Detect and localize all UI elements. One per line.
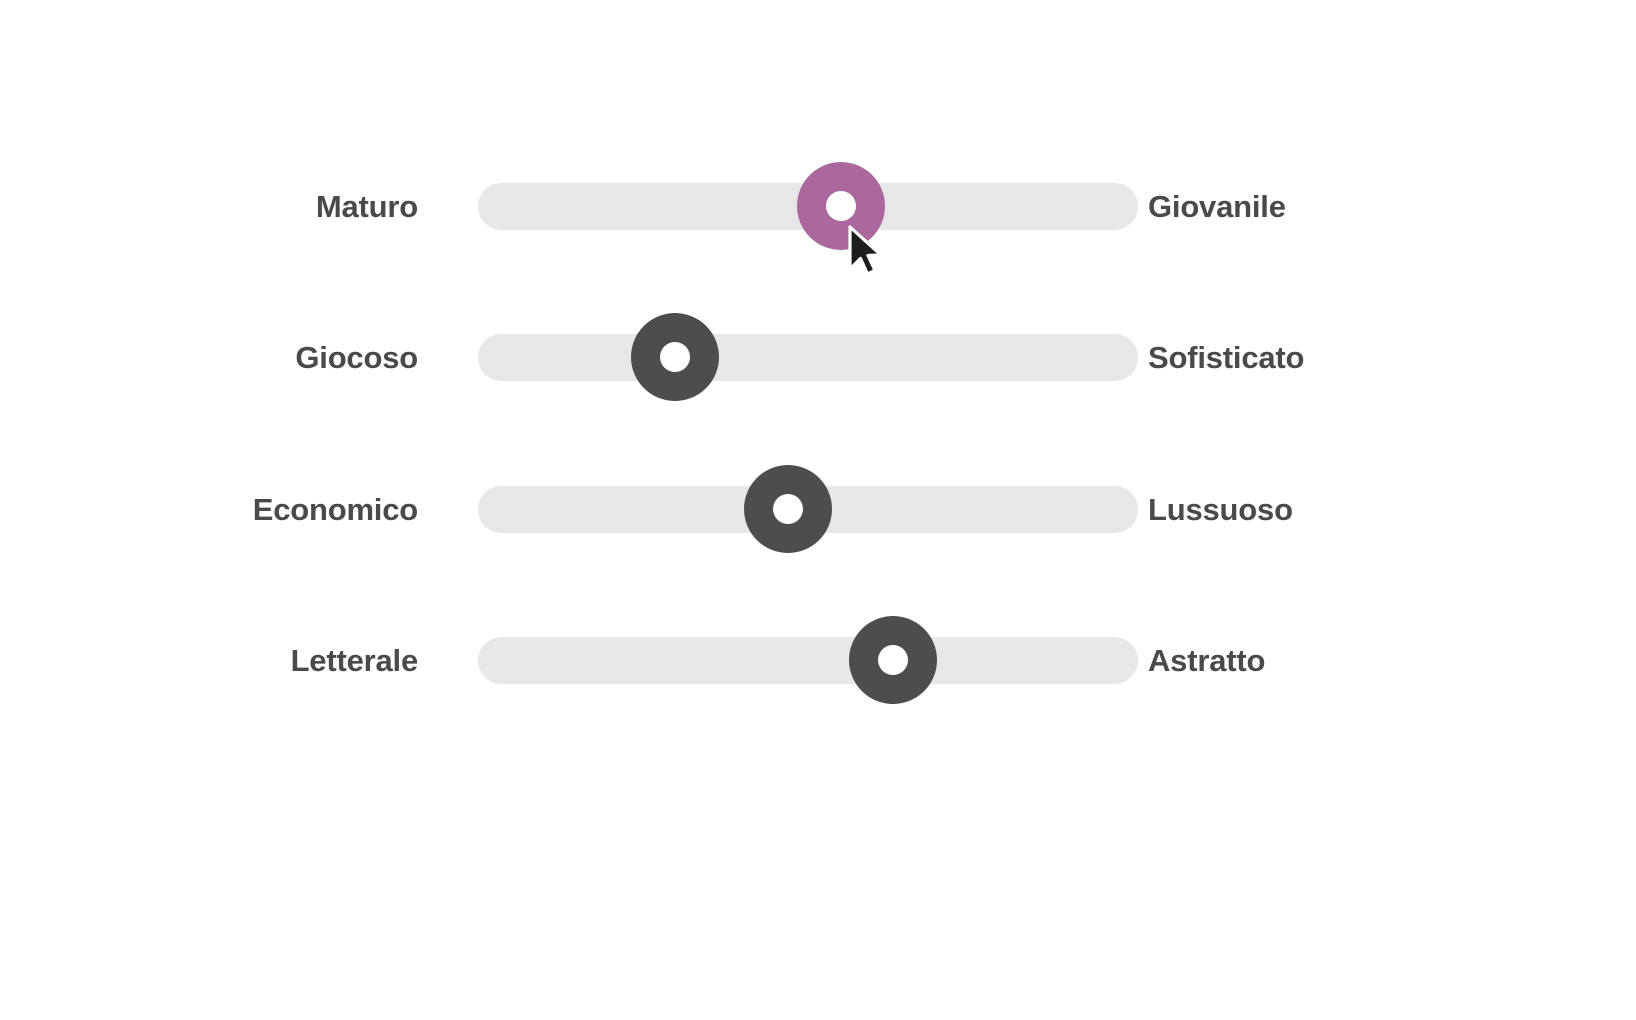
slider-left-label-giocoso: Giocoso xyxy=(295,339,418,375)
slider-thumb-center xyxy=(878,645,908,675)
slider-track-rail[interactable] xyxy=(478,333,1138,381)
slider-row-giocoso-sofisticato: Giocoso Sofisticato xyxy=(0,309,1636,405)
slider-left-label-economico: Economico xyxy=(252,491,418,527)
slider-right-label-giovanile: Giovanile xyxy=(1148,188,1286,224)
slider-track-giocoso-sofisticato[interactable] xyxy=(478,309,1138,405)
slider-thumb-economico-lussuoso[interactable] xyxy=(744,465,832,553)
slider-track-economico-lussuoso[interactable] xyxy=(478,461,1138,557)
slider-thumb-center xyxy=(826,191,856,221)
slider-thumb-letterale-astratto[interactable] xyxy=(849,616,937,704)
slider-track-rail[interactable] xyxy=(478,636,1138,684)
slider-thumb-giocoso-sofisticato[interactable] xyxy=(631,313,719,401)
slider-left-label-maturo: Maturo xyxy=(315,188,418,224)
slider-right-label-sofisticato: Sofisticato xyxy=(1148,339,1305,375)
slider-thumb-center xyxy=(660,342,690,372)
slider-row-maturo-giovanile: Maturo Giovanile xyxy=(0,158,1636,254)
slider-row-letterale-astratto: Letterale Astratto xyxy=(0,612,1636,708)
slider-track-letterale-astratto[interactable] xyxy=(478,612,1138,708)
slider-row-economico-lussuoso: Economico Lussuoso xyxy=(0,461,1636,557)
slider-thumb-maturo-giovanile[interactable] xyxy=(797,162,885,250)
slider-track-maturo-giovanile[interactable] xyxy=(478,158,1138,254)
slider-left-label-letterale: Letterale xyxy=(290,642,419,678)
slider-right-label-astratto: Astratto xyxy=(1148,642,1266,678)
slider-thumb-center xyxy=(773,494,803,524)
slider-right-label-lussuoso: Lussuoso xyxy=(1148,491,1293,527)
